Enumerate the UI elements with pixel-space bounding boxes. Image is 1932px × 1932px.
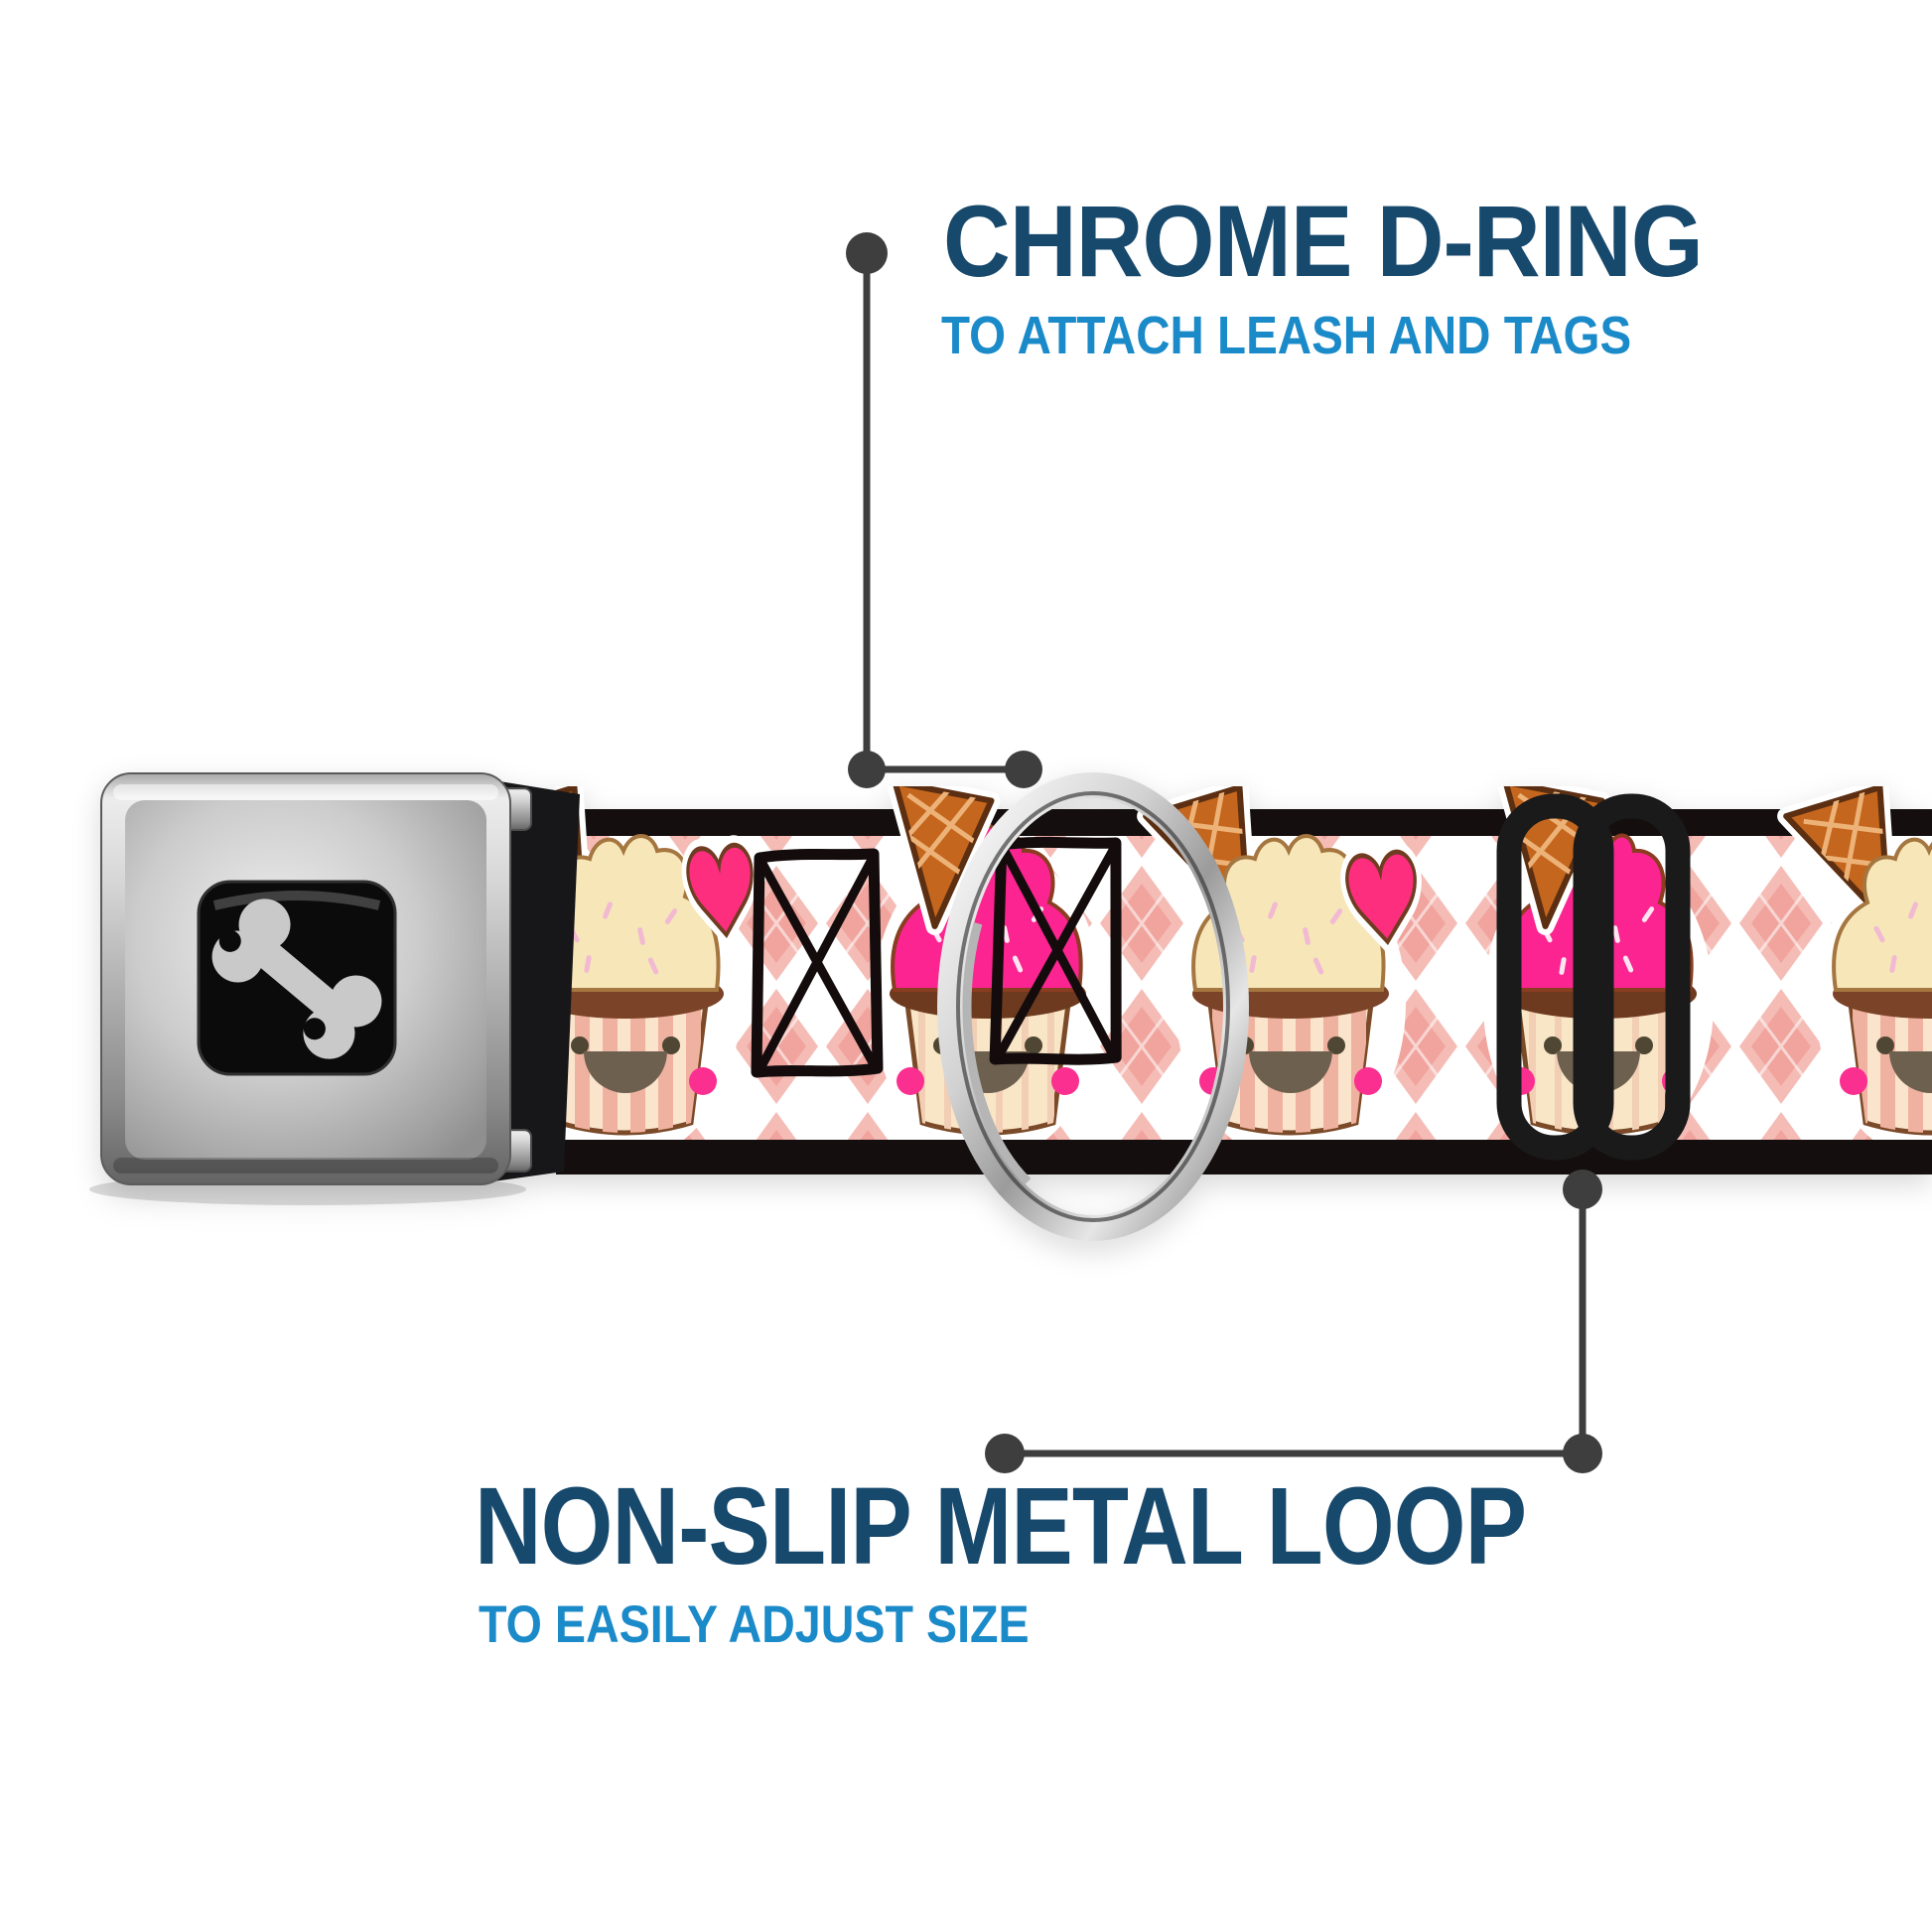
d-ring bbox=[937, 772, 1249, 1241]
seatbelt-buckle bbox=[89, 772, 580, 1205]
callout-connectors bbox=[846, 232, 1602, 1473]
callout-dot bbox=[1005, 751, 1042, 788]
dring-callout-subtitle: TO ATTACH LEASH AND TAGS bbox=[941, 306, 1632, 365]
callout-dot bbox=[846, 232, 888, 274]
metal-loop-slider bbox=[1496, 793, 1691, 1161]
dring-callout-title: CHROME D-RING bbox=[943, 185, 1704, 298]
buckle-latch bbox=[493, 780, 580, 1181]
callout-dot bbox=[1563, 1434, 1602, 1473]
callout-dot bbox=[848, 751, 886, 788]
dog-collar bbox=[89, 772, 1932, 1241]
dog-bone-icon bbox=[211, 898, 382, 1059]
callout-dot bbox=[985, 1434, 1025, 1473]
callout-dot bbox=[1563, 1170, 1602, 1209]
loop-callout-subtitle: TO EASILY ADJUST SIZE bbox=[479, 1595, 1030, 1654]
loop-callout-title: NON-SLIP METAL LOOP bbox=[475, 1465, 1527, 1587]
